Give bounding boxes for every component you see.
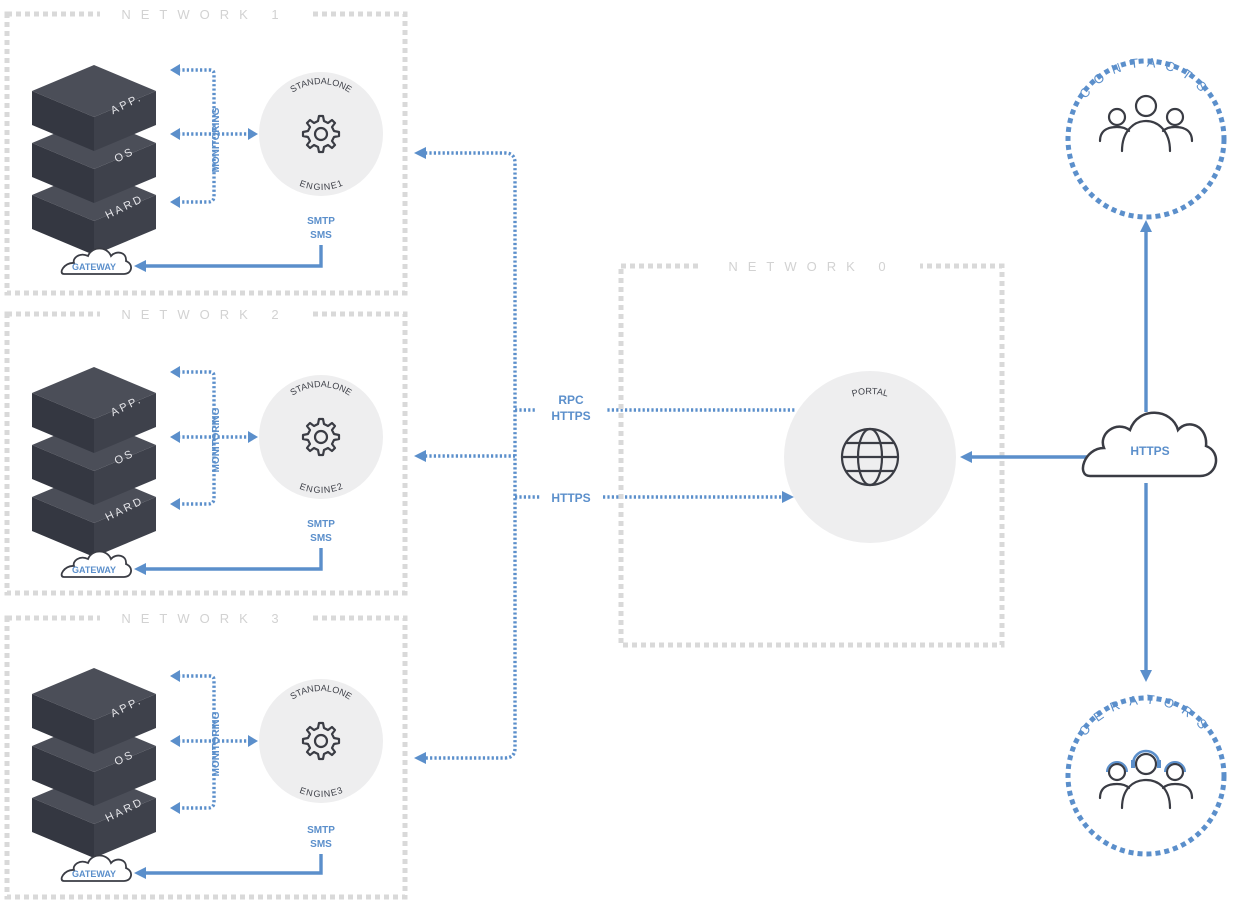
rpc-label: RPC — [558, 393, 584, 407]
network-2-title: NETWORK 2 — [121, 307, 288, 322]
arrow-app-2 — [170, 366, 180, 378]
portal-label: PORTAL — [851, 386, 890, 399]
arrow-os-3 — [170, 735, 180, 747]
monitoring-label-1: MONITORING — [211, 107, 222, 172]
arrow-os-2 — [170, 431, 180, 443]
engine-portal-bus: RPC HTTPS HTTPS — [414, 147, 796, 764]
gateway-link-1 — [144, 245, 323, 268]
arrow-operators — [1140, 670, 1152, 682]
network-1-group: NETWORK 1 APP. OS HARD MONITORING STANDA… — [4, 4, 408, 296]
svg-text:ENGINE2: ENGINE2 — [298, 481, 343, 495]
network-0-group: NETWORK 0 PORTAL — [618, 256, 1005, 648]
arrow-engine-2 — [248, 431, 258, 443]
contacts-group: CONTACTS — [1065, 55, 1227, 220]
arrow-contacts — [1140, 220, 1152, 232]
sms-label-3: SMS — [310, 839, 332, 850]
operators-label: OERATORS — [1076, 692, 1208, 739]
network-0-title: NETWORK 0 — [728, 259, 895, 274]
people-icon — [1098, 94, 1194, 153]
sms-label-1: SMS — [310, 230, 332, 241]
engine-2-bottom-label: ENGINE2 — [298, 481, 343, 495]
smtp-label-1: SMTP — [307, 216, 335, 227]
monitoring-bracket-3 — [178, 674, 216, 810]
arrow-engine3-bus — [414, 752, 426, 764]
gateway-cloud-3: GATEWAY — [60, 854, 132, 882]
smtp-label-3: SMTP — [307, 825, 335, 836]
engine-3: STANDALONE ENGINE3 — [259, 679, 383, 803]
engine-3-bottom-label: ENGINE3 — [298, 785, 343, 799]
gateway-label-2: GATEWAY — [72, 565, 116, 575]
sms-label-2: SMS — [310, 533, 332, 544]
arrow-os-1 — [170, 128, 180, 140]
gateway-label-3: GATEWAY — [72, 869, 116, 879]
monitoring-label-3: MONITORING — [211, 711, 222, 776]
arrow-app-1 — [170, 64, 180, 76]
globe-icon — [840, 427, 900, 487]
cloud-icon — [1081, 411, 1218, 478]
arrow-hard-1 — [170, 196, 180, 208]
https-cloud-label: HTTPS — [1130, 444, 1169, 458]
svg-text:OERATORS: OERATORS — [1076, 692, 1217, 739]
contacts-label: CONTACTS — [1076, 55, 1207, 102]
arrow-cloud-portal — [960, 451, 972, 463]
arrow-hard-3 — [170, 802, 180, 814]
arrow-engine-1 — [248, 128, 258, 140]
svg-text:PORTAL: PORTAL — [851, 386, 890, 399]
gateway-arrow-3 — [134, 867, 146, 879]
arrow-engine1-bus — [414, 147, 426, 159]
network-2-group: NETWORK 2 APP. OS HARD MONITORING STANDA… — [4, 304, 408, 596]
https-cloud: HTTPS — [1081, 411, 1218, 478]
gateway-cloud-2: GATEWAY — [60, 550, 132, 578]
gateway-label-1: GATEWAY — [72, 262, 116, 272]
https-label-bus: HTTPS — [551, 491, 590, 505]
arrow-engine2-bus — [414, 450, 426, 462]
svg-text:ENGINE1: ENGINE1 — [298, 178, 343, 192]
smtp-label-2: SMTP — [307, 519, 335, 530]
arrow-hard-2 — [170, 498, 180, 510]
gateway-arrow-2 — [134, 563, 146, 575]
rpc-https-label: HTTPS — [551, 409, 590, 423]
engine-1: STANDALONE ENGINE1 — [259, 72, 383, 196]
arrow-engine-3 — [248, 735, 258, 747]
svg-text:ENGINE3: ENGINE3 — [298, 785, 343, 799]
gateway-cloud-1: GATEWAY — [60, 247, 132, 275]
arrow-https-portal — [782, 491, 794, 503]
operators-group: OERATORS — [1065, 692, 1227, 857]
network-3-title: NETWORK 3 — [121, 611, 288, 626]
monitoring-label-2: MONITORING — [211, 407, 222, 472]
monitoring-bracket-1 — [178, 68, 216, 204]
arrow-app-3 — [170, 670, 180, 682]
gateway-arrow-1 — [134, 260, 146, 272]
portal: PORTAL — [784, 371, 956, 543]
headset-people-icon — [1098, 749, 1194, 810]
gateway-link-3 — [144, 854, 323, 875]
contacts-ring — [1065, 58, 1227, 220]
engine-1-bottom-label: ENGINE1 — [298, 178, 343, 192]
engine-2: STANDALONE ENGINE2 — [259, 375, 383, 499]
gateway-link-2 — [144, 548, 323, 571]
svg-text:CONTACTS: CONTACTS — [1076, 55, 1216, 102]
operators-ring — [1065, 695, 1227, 857]
network-1-title: NETWORK 1 — [121, 7, 288, 22]
network-3-group: NETWORK 3 APP. OS HARD MONITORING STANDA… — [4, 608, 408, 900]
monitoring-bracket-2 — [178, 370, 216, 506]
